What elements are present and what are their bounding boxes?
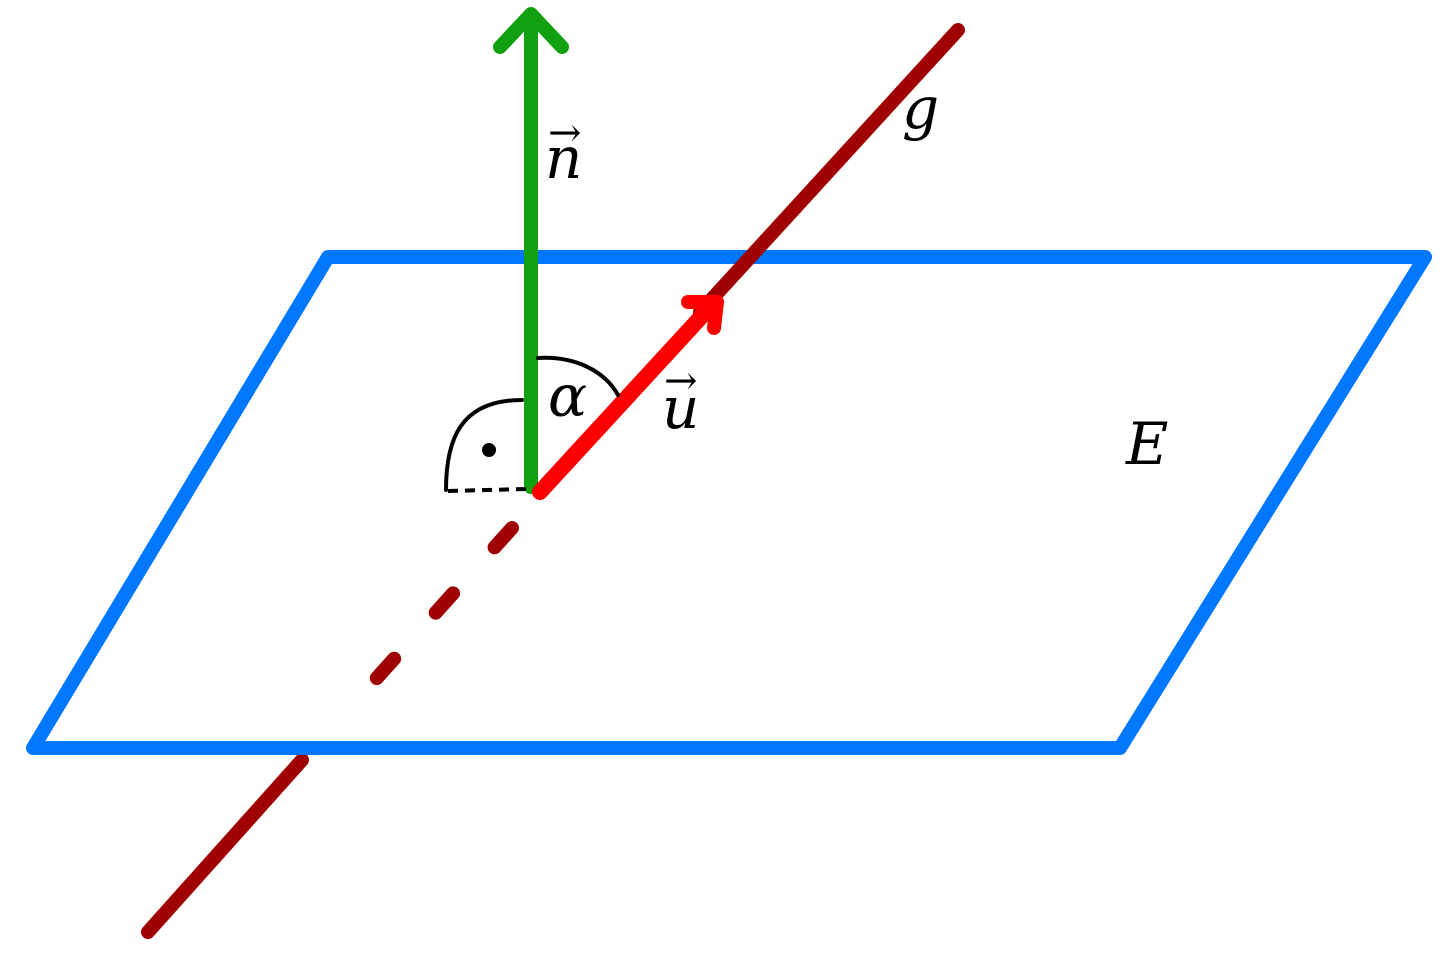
line-g-hidden-dashed: [359, 521, 519, 697]
plane-e: [26, 250, 1432, 755]
direction-vector-shaft: [532, 297, 720, 500]
label-plane-e: E: [1125, 410, 1168, 478]
right-angle-dashed-base: [447, 487, 527, 493]
right-angle-dot-icon: [482, 443, 496, 457]
label-direction-vector: u: [662, 374, 699, 442]
line-g-upper-segment: [693, 23, 965, 319]
label-line-g: g: [902, 74, 939, 142]
line-g-lower-segment: [141, 753, 309, 939]
normal-vector-arrowhead: [493, 7, 569, 54]
right-angle-arc: [444, 398, 524, 492]
label-angle-alpha: α: [548, 362, 587, 430]
label-vector-arrow-u: →: [664, 358, 698, 404]
direction-vector-arrowhead: [681, 295, 724, 335]
label-normal-vector: n: [545, 124, 582, 192]
label-vector-arrow-n: →: [548, 110, 582, 156]
angle-alpha-arc: [536, 355, 620, 397]
